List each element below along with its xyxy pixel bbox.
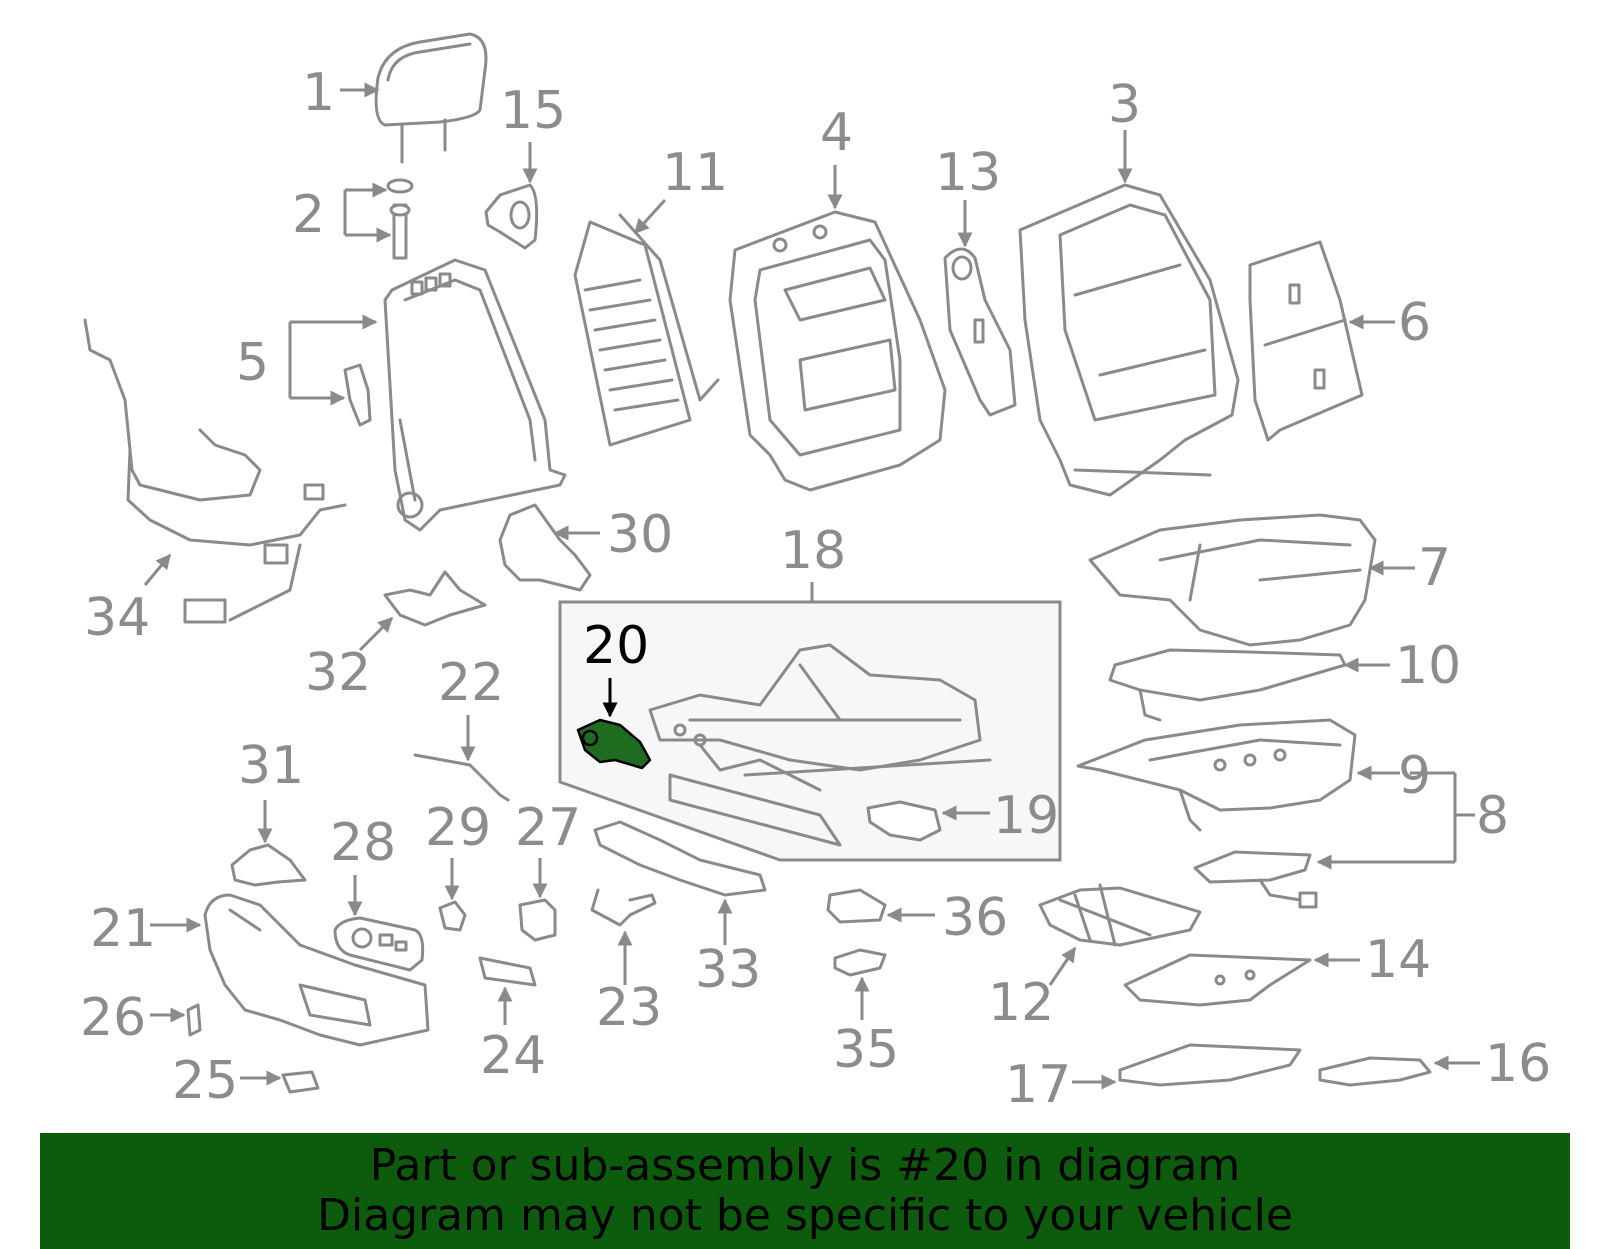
callout-6[interactable]: 6 (1398, 293, 1431, 353)
callout-15[interactable]: 15 (500, 81, 566, 141)
part-11-spring-mat (573, 198, 720, 447)
callout-19[interactable]: 19 (993, 786, 1059, 846)
callout-28[interactable]: 28 (330, 813, 396, 873)
callout-25[interactable]: 25 (172, 1051, 238, 1111)
info-banner: Part or sub-assembly is #20 in diagram D… (40, 1133, 1570, 1249)
part-26-clip (150, 1003, 202, 1037)
part-6-back-panel (1248, 240, 1395, 442)
part-34-wire-harness (83, 318, 347, 624)
callout-36[interactable]: 36 (942, 888, 1008, 948)
part-32-bracket (358, 570, 487, 652)
part-35-clip (833, 948, 887, 1020)
callout-30[interactable]: 30 (607, 505, 673, 565)
part-22-cable (413, 715, 510, 802)
callout-23[interactable]: 23 (596, 978, 662, 1038)
callout-24[interactable]: 24 (480, 1026, 546, 1086)
callout-27[interactable]: 27 (515, 798, 581, 858)
part-33-rail-cover (593, 820, 767, 945)
callout-13[interactable]: 13 (935, 143, 1001, 203)
part-27-knob (518, 858, 557, 942)
callout-1[interactable]: 1 (302, 63, 335, 123)
part-20-highlighted[interactable] (576, 678, 652, 770)
callout-7[interactable]: 7 (1418, 538, 1451, 598)
part-31-bracket (230, 800, 307, 887)
part-14-shield (1123, 952, 1360, 1007)
part-12-pan (1038, 883, 1202, 986)
part-16-clip (1318, 1055, 1480, 1087)
callout-16[interactable]: 16 (1485, 1034, 1551, 1094)
callout-11[interactable]: 11 (662, 143, 728, 203)
part-3-seatback-cover (1018, 130, 1240, 497)
callout-3[interactable]: 3 (1108, 75, 1141, 135)
part-30-cover (498, 503, 600, 592)
callout-17[interactable]: 17 (1005, 1055, 1071, 1115)
callout-32[interactable]: 32 (305, 643, 371, 703)
part-1-headrest (340, 32, 488, 164)
part-17-tray (1072, 1043, 1302, 1090)
callout-5[interactable]: 5 (236, 333, 269, 393)
part-21-side-shield (150, 893, 430, 1047)
callout-9[interactable]: 9 (1398, 746, 1431, 806)
part-36-clip (826, 888, 935, 924)
callout-labels: 1 2 3 4 5 6 7 8 9 10 11 12 13 14 15 16 1… (80, 63, 1551, 1115)
callout-21[interactable]: 21 (90, 899, 156, 959)
part-29-knob (438, 858, 467, 932)
callout-29[interactable]: 29 (425, 798, 491, 858)
part-10-heater-pad (1108, 648, 1390, 722)
part-28-switch-bezel (333, 875, 425, 972)
banner-line-1: Part or sub-assembly is #20 in diagram (369, 1140, 1241, 1191)
part-9-cushion-pad (1076, 718, 1400, 832)
part-25-cap (240, 1070, 320, 1094)
callout-4[interactable]: 4 (820, 103, 853, 163)
callout-35[interactable]: 35 (833, 1020, 899, 1080)
callout-33[interactable]: 33 (695, 940, 761, 1000)
callout-31[interactable]: 31 (238, 736, 304, 796)
part-13-side-panel (943, 200, 1017, 417)
callout-2[interactable]: 2 (292, 185, 325, 245)
part-18-seat-adjuster (648, 643, 992, 847)
part-24-switch (478, 956, 537, 1025)
callout-10[interactable]: 10 (1395, 636, 1461, 696)
part-19-motor (866, 800, 990, 842)
callout-18[interactable]: 18 (780, 521, 846, 581)
callout-14[interactable]: 14 (1365, 930, 1431, 990)
callout-26[interactable]: 26 (80, 988, 146, 1048)
callout-20[interactable]: 20 (583, 616, 649, 676)
part-23-bracket (590, 888, 657, 985)
banner-line-2: Diagram may not be specific to your vehi… (317, 1190, 1293, 1241)
part-2-headrest-guides (343, 178, 414, 260)
part-4-seatback-pad (728, 165, 947, 492)
part-5-seatback-frame (288, 258, 567, 532)
callout-22[interactable]: 22 (438, 653, 504, 713)
callout-8[interactable]: 8 (1476, 786, 1509, 846)
part-15-bracket (484, 142, 539, 250)
part-8-sensor-group (1193, 771, 1475, 909)
callout-34[interactable]: 34 (84, 588, 150, 648)
callout-12[interactable]: 12 (988, 973, 1054, 1033)
subassembly-18-box (558, 582, 1062, 862)
part-7-cushion-cover (1088, 513, 1415, 647)
